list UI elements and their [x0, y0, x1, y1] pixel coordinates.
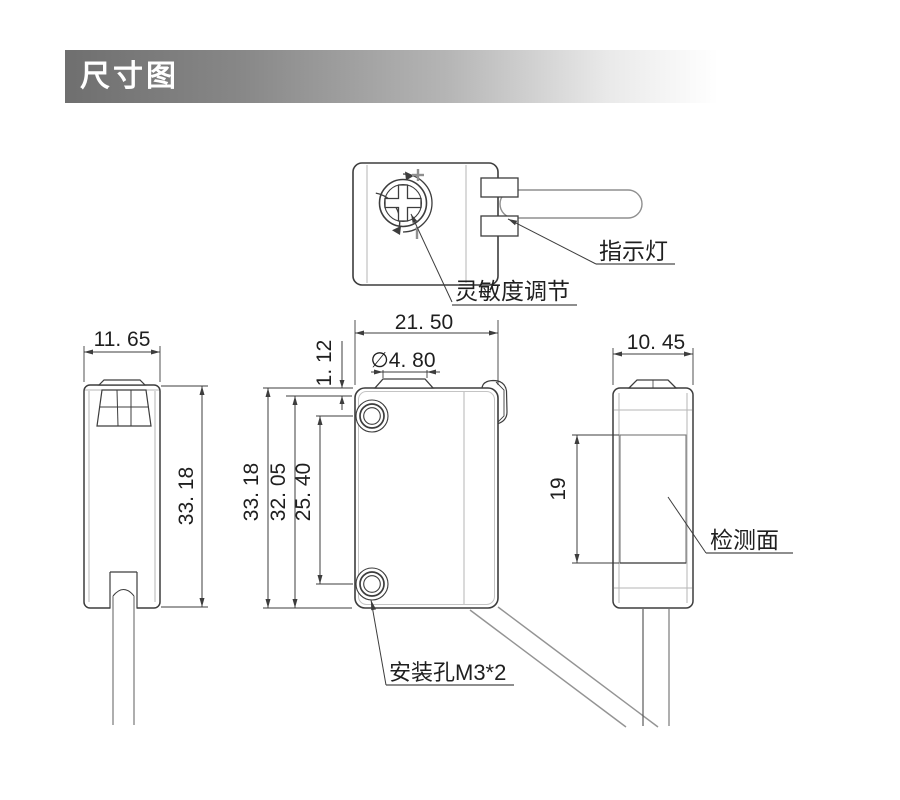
dim-arrowhead: [199, 386, 205, 395]
dim-arrowhead: [317, 416, 323, 425]
dim-arrowhead: [292, 396, 298, 405]
label-sensitivity-adjust: 灵敏度调节: [455, 278, 570, 304]
dim-arrowhead: [317, 575, 323, 584]
label-detection-face: 检测面: [710, 527, 779, 553]
label-indicator-light: 指示灯: [599, 238, 668, 264]
left-view: 11. 65 33. 18: [83, 328, 208, 725]
dim-front-top-offset: 1. 12: [313, 340, 336, 387]
mounting-hole-bottom: [355, 567, 389, 601]
leader-detection-face: [667, 496, 707, 554]
sensitivity-dial: [375, 169, 433, 239]
right-view-body: [612, 387, 694, 609]
dim-left-height: 33. 18: [175, 467, 198, 525]
inner-edge: [358, 391, 495, 605]
dim-arrowhead: [199, 598, 205, 607]
dim-arrowhead: [265, 599, 271, 608]
side-bump-facet: [495, 381, 505, 425]
dim-right-width: 10. 45: [627, 331, 685, 354]
cable-diagonal: [497, 606, 659, 728]
leader-arrowhead: [508, 219, 518, 226]
top-view-body: [352, 162, 499, 286]
dim-arrowhead: [84, 349, 93, 355]
dim-arrowhead: [339, 396, 345, 404]
dim-arrowhead: [613, 351, 622, 357]
dim-arrowhead: [292, 599, 298, 608]
cable-diagonal: [469, 609, 627, 728]
dim-arrowhead: [355, 330, 364, 336]
dim-arrowhead: [489, 330, 498, 336]
dim-right-window-height: 19: [547, 477, 570, 500]
front-view: 21. 50 ∅4. 80 1. 12 33. 18 32. 05 25. 40: [240, 311, 659, 728]
top-connector: [96, 389, 152, 427]
dim-arrowhead: [574, 554, 580, 563]
dim-arrowhead: [339, 380, 345, 388]
top-view: 灵敏度调节 指示灯: [352, 162, 675, 306]
dim-arrowhead: [684, 351, 693, 357]
leader-arrowhead: [411, 214, 418, 224]
dim-front-height: 33. 18: [240, 463, 263, 521]
leader-indicator: [507, 218, 597, 265]
cable-top: [499, 189, 643, 219]
connector-cap: [97, 379, 147, 386]
dim-left-width: 11. 65: [94, 328, 151, 351]
lens-bump: [373, 378, 435, 389]
indicator-led-lower: [480, 215, 519, 237]
title-banner: 尺寸图: [65, 50, 760, 103]
leader-arrowhead: [371, 600, 377, 611]
indicator-led-upper: [480, 177, 519, 198]
dial-arrowhead: [405, 171, 414, 181]
dim-arrowhead: [374, 369, 383, 375]
dial-rotation-arc: [402, 173, 433, 233]
right-view: 10. 45 19 检测面: [547, 331, 793, 726]
label-mounting-hole: 安装孔M3*2: [389, 660, 506, 685]
phillips-cross: [384, 184, 422, 222]
page-title: 尺寸图: [80, 60, 179, 93]
dim-arrowhead: [265, 388, 271, 397]
leader-mounting-hole: [370, 599, 387, 686]
leader-sensitivity: [410, 213, 453, 303]
mounting-hole-top: [355, 399, 389, 433]
lens-bump: [627, 379, 678, 389]
dim-arrowhead: [151, 349, 160, 355]
dim-front-inner-height: 32. 05: [267, 463, 290, 521]
dim-front-width: 21. 50: [395, 311, 453, 334]
notch-mask: [110, 604, 137, 610]
dim-front-lens-diameter: ∅4. 80: [371, 349, 436, 372]
dim-arrowhead: [427, 369, 436, 375]
cable-notch: [109, 571, 138, 608]
dim-front-hole-spacing: 25. 40: [292, 463, 315, 521]
dim-arrowhead: [574, 435, 580, 444]
plus-mark: [412, 169, 424, 181]
dial-arrowhead: [392, 226, 401, 235]
